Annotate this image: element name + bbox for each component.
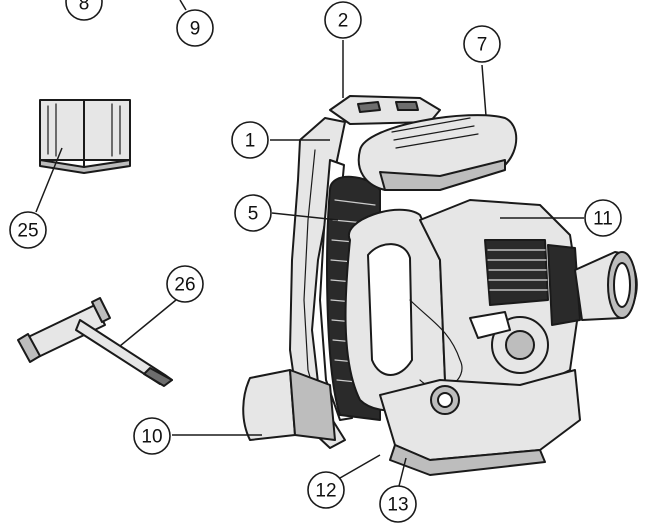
- callout-2-label: 2: [338, 11, 349, 32]
- callout-13-circle: [379, 485, 417, 523]
- callout-12-circle: [307, 471, 345, 509]
- leader-5: [271, 212, 339, 221]
- backpack-blower-illustration: [242, 95, 638, 476]
- callout-9-circle: [176, 9, 214, 47]
- callout-11: 11: [584, 199, 622, 237]
- leader-lines: [35, 0, 584, 491]
- callout-26: 26: [166, 265, 204, 303]
- callout-25: 25: [9, 211, 47, 249]
- callout-1-label: 1: [245, 131, 256, 152]
- callout-8-circle: [65, 0, 103, 21]
- callout-8: 8: [65, 0, 103, 21]
- leader-25: [35, 147, 63, 213]
- callout-2-circle: [324, 1, 362, 39]
- leader-12: [339, 454, 381, 479]
- callout-12-label: 12: [315, 481, 336, 502]
- callout-9-label: 9: [190, 19, 201, 40]
- callout-7-circle: [463, 25, 501, 63]
- callout-26-label: 26: [174, 275, 195, 296]
- callout-11-circle: [584, 199, 622, 237]
- callout-10: 10: [133, 417, 171, 455]
- leader-7: [481, 64, 487, 117]
- callout-1-circle: [231, 121, 269, 159]
- callout-10-label: 10: [141, 427, 162, 448]
- callout-7-label: 7: [477, 35, 488, 56]
- spark-plug-wrench-illustration: [17, 297, 173, 387]
- callout-5: 5: [234, 194, 272, 232]
- leader-13: [397, 457, 407, 491]
- callout-11-label: 11: [593, 209, 613, 230]
- callout-9: 9: [176, 9, 214, 47]
- callout-13: 13: [379, 485, 417, 523]
- callout-26-circle: [166, 265, 204, 303]
- callout-1: 1: [231, 121, 269, 159]
- callout-10-circle: [133, 417, 171, 455]
- manual-book-illustration: [39, 99, 131, 174]
- callout-25-circle: [9, 211, 47, 249]
- callout-25-label: 25: [17, 221, 38, 242]
- callout-5-label: 5: [248, 204, 259, 225]
- callout-5-circle: [234, 194, 272, 232]
- callout-2: 2: [324, 1, 362, 39]
- callout-8-label: 8: [79, 0, 90, 15]
- callout-12: 12: [307, 471, 345, 509]
- callout-13-label: 13: [387, 495, 408, 516]
- callout-7: 7: [463, 25, 501, 63]
- leader-9: [179, 0, 187, 11]
- leader-26: [119, 299, 177, 347]
